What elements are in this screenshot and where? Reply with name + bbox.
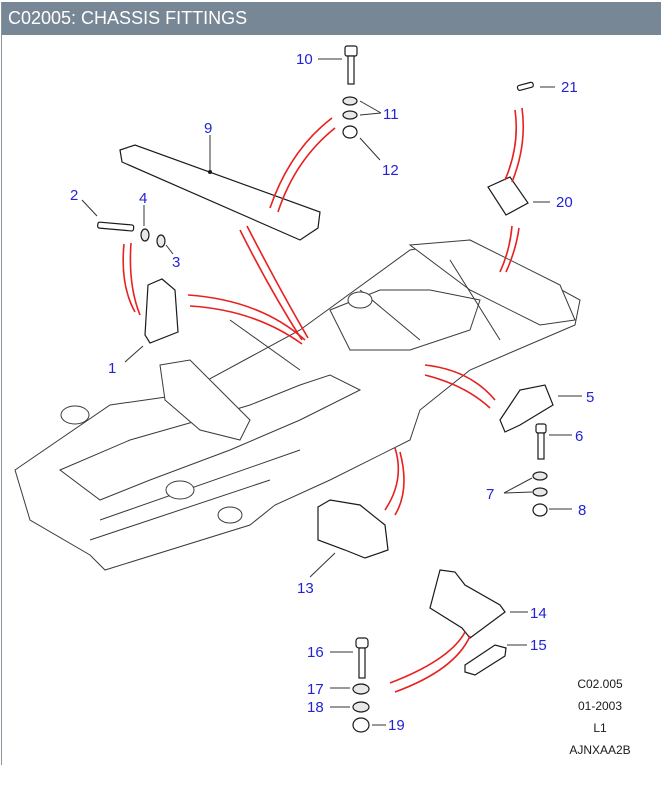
callout-9: 9: [204, 120, 212, 137]
chassis-frame: [14, 239, 581, 571]
callout-4: 4: [139, 190, 147, 207]
callout-16: 16: [307, 644, 324, 661]
part-18-washer: [352, 701, 370, 713]
connector-lines: [122, 107, 525, 693]
reference-date: 01-2003: [577, 699, 623, 713]
part-3-washer: [156, 234, 166, 248]
part-4-washer: [140, 228, 150, 242]
part-16-bolt: [355, 637, 369, 679]
part-15-plate: [464, 644, 507, 676]
callout-2: 2: [70, 187, 78, 204]
callout-17: 17: [307, 681, 324, 698]
part-17-washer: [352, 683, 370, 695]
part-7-washer: [532, 471, 548, 481]
callout-3: 3: [172, 254, 180, 271]
callout-8: 8: [578, 502, 586, 519]
callout-18: 18: [307, 699, 324, 716]
callout-20: 20: [556, 194, 573, 211]
callout-21: 21: [561, 79, 578, 96]
part-7-washer: [532, 487, 548, 497]
callout-10: 10: [296, 51, 313, 68]
callout-14: 14: [530, 605, 547, 622]
part-2-bolt: [97, 221, 135, 232]
part-20-plate: [487, 176, 529, 216]
callout-1: 1: [108, 360, 116, 377]
part-10-bolt: [344, 45, 358, 85]
callout-6: 6: [575, 428, 583, 445]
page-title: C02005: CHASSIS FITTINGS: [2, 2, 661, 35]
callout-11: 11: [383, 106, 399, 123]
part-1-bracket: [144, 278, 179, 344]
part-6-bolt: [535, 423, 547, 460]
part-14-bracket: [429, 569, 506, 639]
callout-19: 19: [388, 717, 405, 734]
part-21-screw: [516, 81, 534, 91]
callout-15: 15: [530, 637, 547, 654]
part-5-clamp: [499, 384, 554, 433]
callout-7: 7: [486, 486, 494, 503]
part-11-washer: [342, 96, 358, 106]
callout-12: 12: [382, 162, 399, 179]
reference-level: L1: [593, 721, 607, 735]
part-9-crossmember: [119, 144, 321, 241]
left-border: [1, 2, 2, 765]
part-8-nut: [532, 503, 548, 517]
callout-13: 13: [297, 580, 314, 597]
part-12-nut: [342, 125, 358, 139]
part-13-bracket: [317, 499, 389, 559]
reference-image-code: AJNXAA2B: [569, 743, 631, 757]
part-11-washer: [342, 110, 358, 120]
part-19-nut: [352, 717, 370, 733]
callout-5: 5: [586, 389, 594, 406]
reference-code: C02.005: [577, 677, 623, 691]
